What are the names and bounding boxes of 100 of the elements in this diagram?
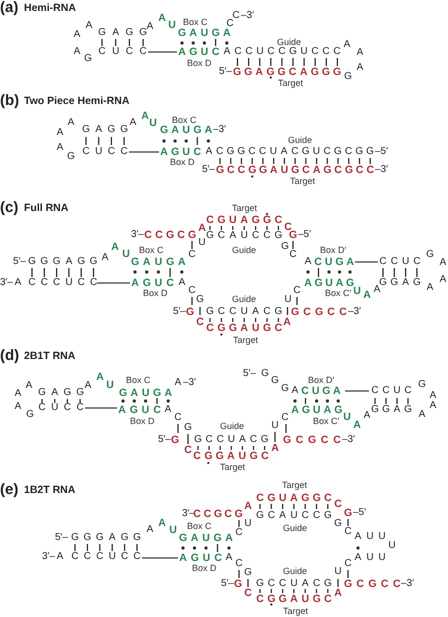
- nucleotide-letter: G: [281, 242, 289, 252]
- motif-label: Box D: [170, 157, 195, 167]
- strand-label: Guide: [232, 294, 256, 304]
- nucleotide-sequence: A G U C: [179, 553, 222, 563]
- strand-end-label: 5′–: [202, 165, 215, 175]
- nucleotide-sequence: G A U G A: [179, 533, 233, 543]
- nucleotide-letter: C: [334, 499, 342, 509]
- nucleotide-letter: U: [353, 286, 361, 296]
- nucleotide-letter: A: [283, 317, 291, 327]
- nucleotide-sequence: C G U A G G C: [256, 493, 332, 503]
- nucleotide-letter: C: [232, 11, 240, 21]
- strand-end-label: 3′–: [182, 509, 195, 519]
- nucleotide-letter: A: [141, 111, 149, 121]
- nucleotide-sequence: A G U C: [160, 147, 202, 157]
- nucleotide-sequence: G G A G G C A G G G: [233, 67, 341, 77]
- nucleotide-letter: G: [26, 410, 34, 420]
- nucleotide-letter: G: [67, 152, 75, 162]
- nucleotide-letter: A: [304, 257, 312, 267]
- strand-end-label: 5′–: [55, 533, 68, 543]
- motif-label: Box D′: [320, 245, 346, 255]
- nucleotide-letter: G: [244, 568, 252, 578]
- nucleotide-letter: C: [235, 559, 243, 569]
- nucleotide-letter: C: [344, 559, 352, 569]
- nucleotide-sequence: C U C C: [98, 47, 148, 57]
- nucleotide-sequence: C G G A U G C: [256, 594, 332, 604]
- nucleotide-letter: A: [439, 275, 447, 285]
- strand-label: Guide: [283, 523, 308, 533]
- nucleotide-sequence: C U C C: [82, 147, 128, 157]
- strand-end-label: 5′–: [221, 579, 234, 589]
- nucleotide-sequence: G C A U C C G: [256, 511, 332, 521]
- nucleotide-letter: G: [418, 380, 426, 390]
- nucleotide-letter: A: [96, 372, 104, 382]
- strand-label: Guide: [232, 245, 256, 255]
- nucleotide-letter: A: [356, 48, 364, 58]
- nucleotide-letter: U: [271, 421, 279, 431]
- nucleotide-letter: A: [67, 118, 75, 128]
- nucleotide-letter: A: [101, 253, 109, 263]
- nucleotide-letter: C: [244, 588, 252, 598]
- nucleotide-letter: G: [289, 230, 297, 240]
- strand-end-label: –5′: [375, 147, 388, 157]
- strand-end-label: 5′–: [173, 307, 186, 317]
- nucleotide-letter: G: [281, 384, 289, 394]
- nucleotide-letter: A: [85, 21, 93, 31]
- strand-end-label: –3′: [375, 165, 388, 175]
- nucleotide-sequence: A G U C: [131, 278, 174, 288]
- nucleotide-sequence: A C C U C C G U C C C: [223, 47, 341, 57]
- nucleotide-letter: A: [244, 501, 252, 511]
- nucleotide-letter: A: [14, 278, 22, 288]
- strand-end-label: –5′: [353, 508, 366, 518]
- nucleotide-letter: G: [271, 376, 279, 386]
- strand-end-label: –3′: [342, 435, 355, 445]
- strand-end-label: –5′: [298, 230, 311, 240]
- panel-letter: (e): [0, 482, 18, 498]
- nucleotide-letter: A: [429, 391, 437, 401]
- panel-title: 1B2T RNA: [24, 484, 76, 496]
- nucleotide-letter: A: [356, 63, 364, 73]
- nucleotide-letter: G: [186, 307, 194, 317]
- nucleotide-sequence: A U U: [354, 532, 386, 542]
- nucleotide-sequence: G A U G A: [131, 257, 186, 267]
- motif-label: Box D: [143, 288, 168, 298]
- nucleotide-sequence: A G U C: [118, 405, 162, 415]
- strand-end-label: –3′: [241, 11, 254, 21]
- nucleotide-letter: A: [334, 588, 342, 598]
- strand-end-label: –3′: [348, 307, 361, 317]
- nucleotide-letter: C: [281, 413, 289, 423]
- nucleotide-sequence: G C G C C: [283, 435, 341, 445]
- nucleotide-letter: A: [14, 402, 22, 412]
- nucleotide-letter: A: [56, 143, 64, 153]
- nucleotide-letter: A: [56, 128, 64, 138]
- strand-end-label: 5′–: [219, 67, 232, 77]
- panel-letter: (a): [0, 0, 18, 16]
- nucleotide-letter: C: [174, 413, 182, 423]
- nucleotide-letter: C: [226, 19, 234, 29]
- nucleotide-letter: U: [168, 20, 176, 30]
- motif-label: Box D: [130, 416, 155, 426]
- motif-label: Box D: [192, 563, 217, 573]
- nucleotide-letter: A: [146, 525, 154, 535]
- strand-end-label: 5′–: [243, 369, 256, 379]
- nucleotide-sequence: C C C U C C: [71, 552, 142, 562]
- nucleotide-letter: A: [84, 381, 92, 391]
- nucleotide-sequence: C C U C: [379, 257, 421, 267]
- nucleotide-letter: G: [334, 519, 342, 529]
- nucleotide-letter: A: [14, 389, 22, 399]
- nucleotide-sequence: G G A G: [379, 278, 421, 288]
- strand-end-label: 3′–: [42, 552, 55, 562]
- nucleotide-sequence: G C C U A C G: [256, 579, 332, 589]
- nucleotide-sequence: G G G A G G: [71, 533, 142, 543]
- strand-label: Target: [283, 606, 308, 616]
- strand-label: Guide: [220, 421, 244, 431]
- nucleotide-sequence: G A G G: [38, 388, 84, 398]
- nucleotide-sequence: G A U G A: [119, 388, 172, 398]
- nucleotide-letter: A: [439, 258, 447, 268]
- nucleotide-sequence: C U G A: [301, 386, 341, 396]
- strand-label: Target: [290, 176, 316, 186]
- nucleotide-sequence: C C G C G: [193, 509, 243, 519]
- nucleotide-sequence: G A G G: [82, 125, 128, 135]
- nucleotide-sequence: G C C U A C G: [194, 435, 269, 445]
- nucleotide-sequence: G C A U C C G: [206, 231, 282, 241]
- nucleotide-letter: A: [129, 118, 137, 128]
- nucleotide-letter: A: [164, 405, 172, 415]
